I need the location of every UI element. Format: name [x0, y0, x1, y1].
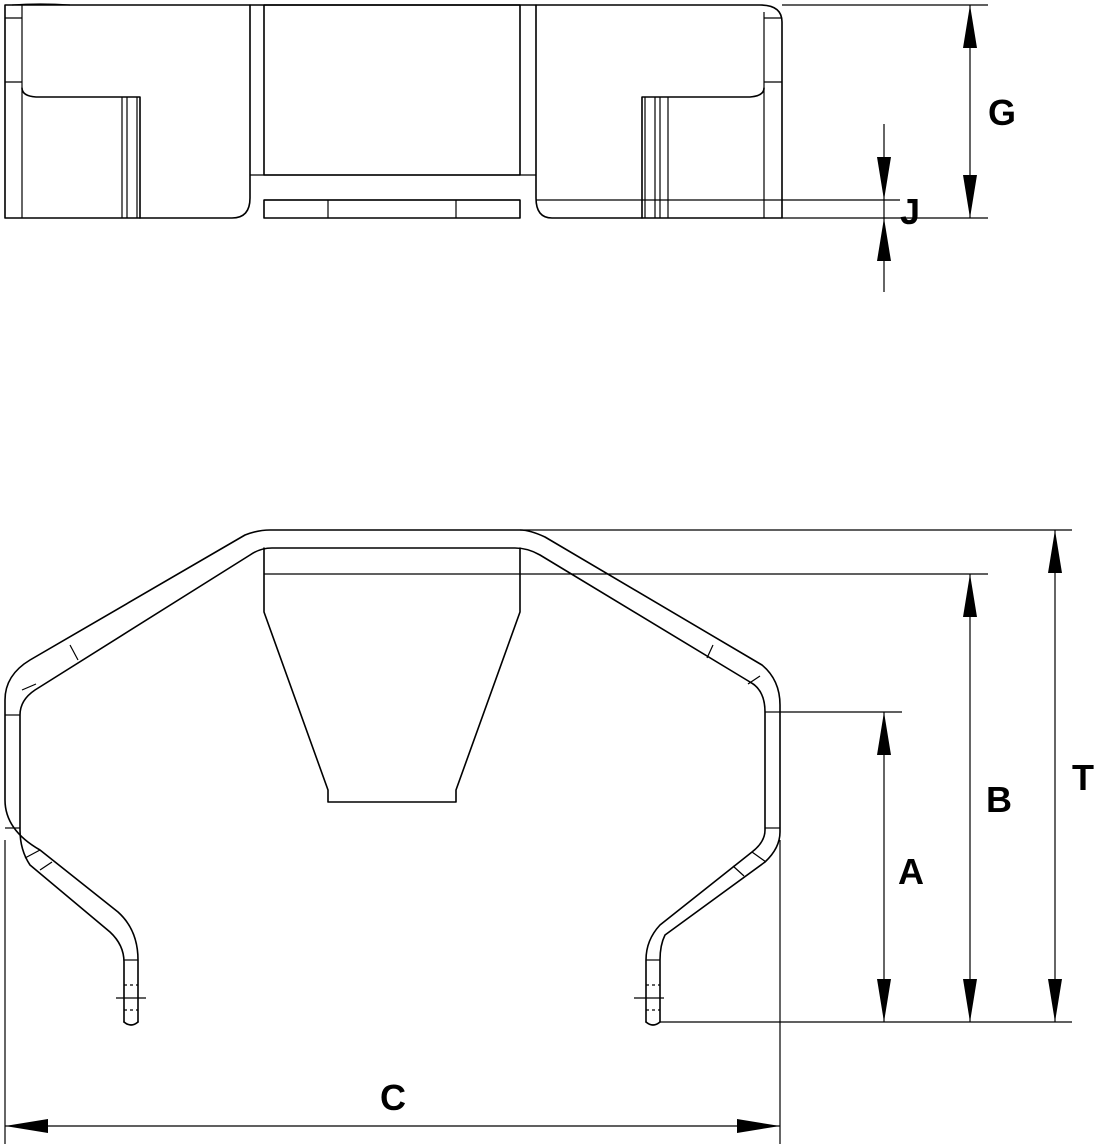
side-view — [4, 3, 783, 219]
side-view-right-block — [535, 4, 783, 219]
centre-tab — [263, 547, 521, 803]
side-view-centre-plate — [249, 4, 537, 219]
dimension-t: T — [520, 529, 1094, 1022]
dimension-b: B — [520, 573, 1012, 1022]
dimension-g: G — [782, 4, 1016, 219]
dimension-c: C — [4, 840, 781, 1144]
side-view-left-block — [4, 3, 251, 219]
dimension-label-j: J — [900, 191, 920, 232]
clip-outer-contour — [4, 529, 781, 1023]
dimension-label-a: A — [898, 851, 924, 892]
dimension-label-t: T — [1072, 757, 1094, 798]
clip-inner-contour — [19, 547, 766, 1023]
dimension-j: J — [536, 124, 920, 292]
dimension-a: A — [660, 711, 1072, 1023]
front-view — [4, 529, 781, 1026]
dimension-label-c: C — [380, 1077, 406, 1118]
dimension-label-b: B — [986, 779, 1012, 820]
dimension-label-g: G — [988, 92, 1016, 133]
